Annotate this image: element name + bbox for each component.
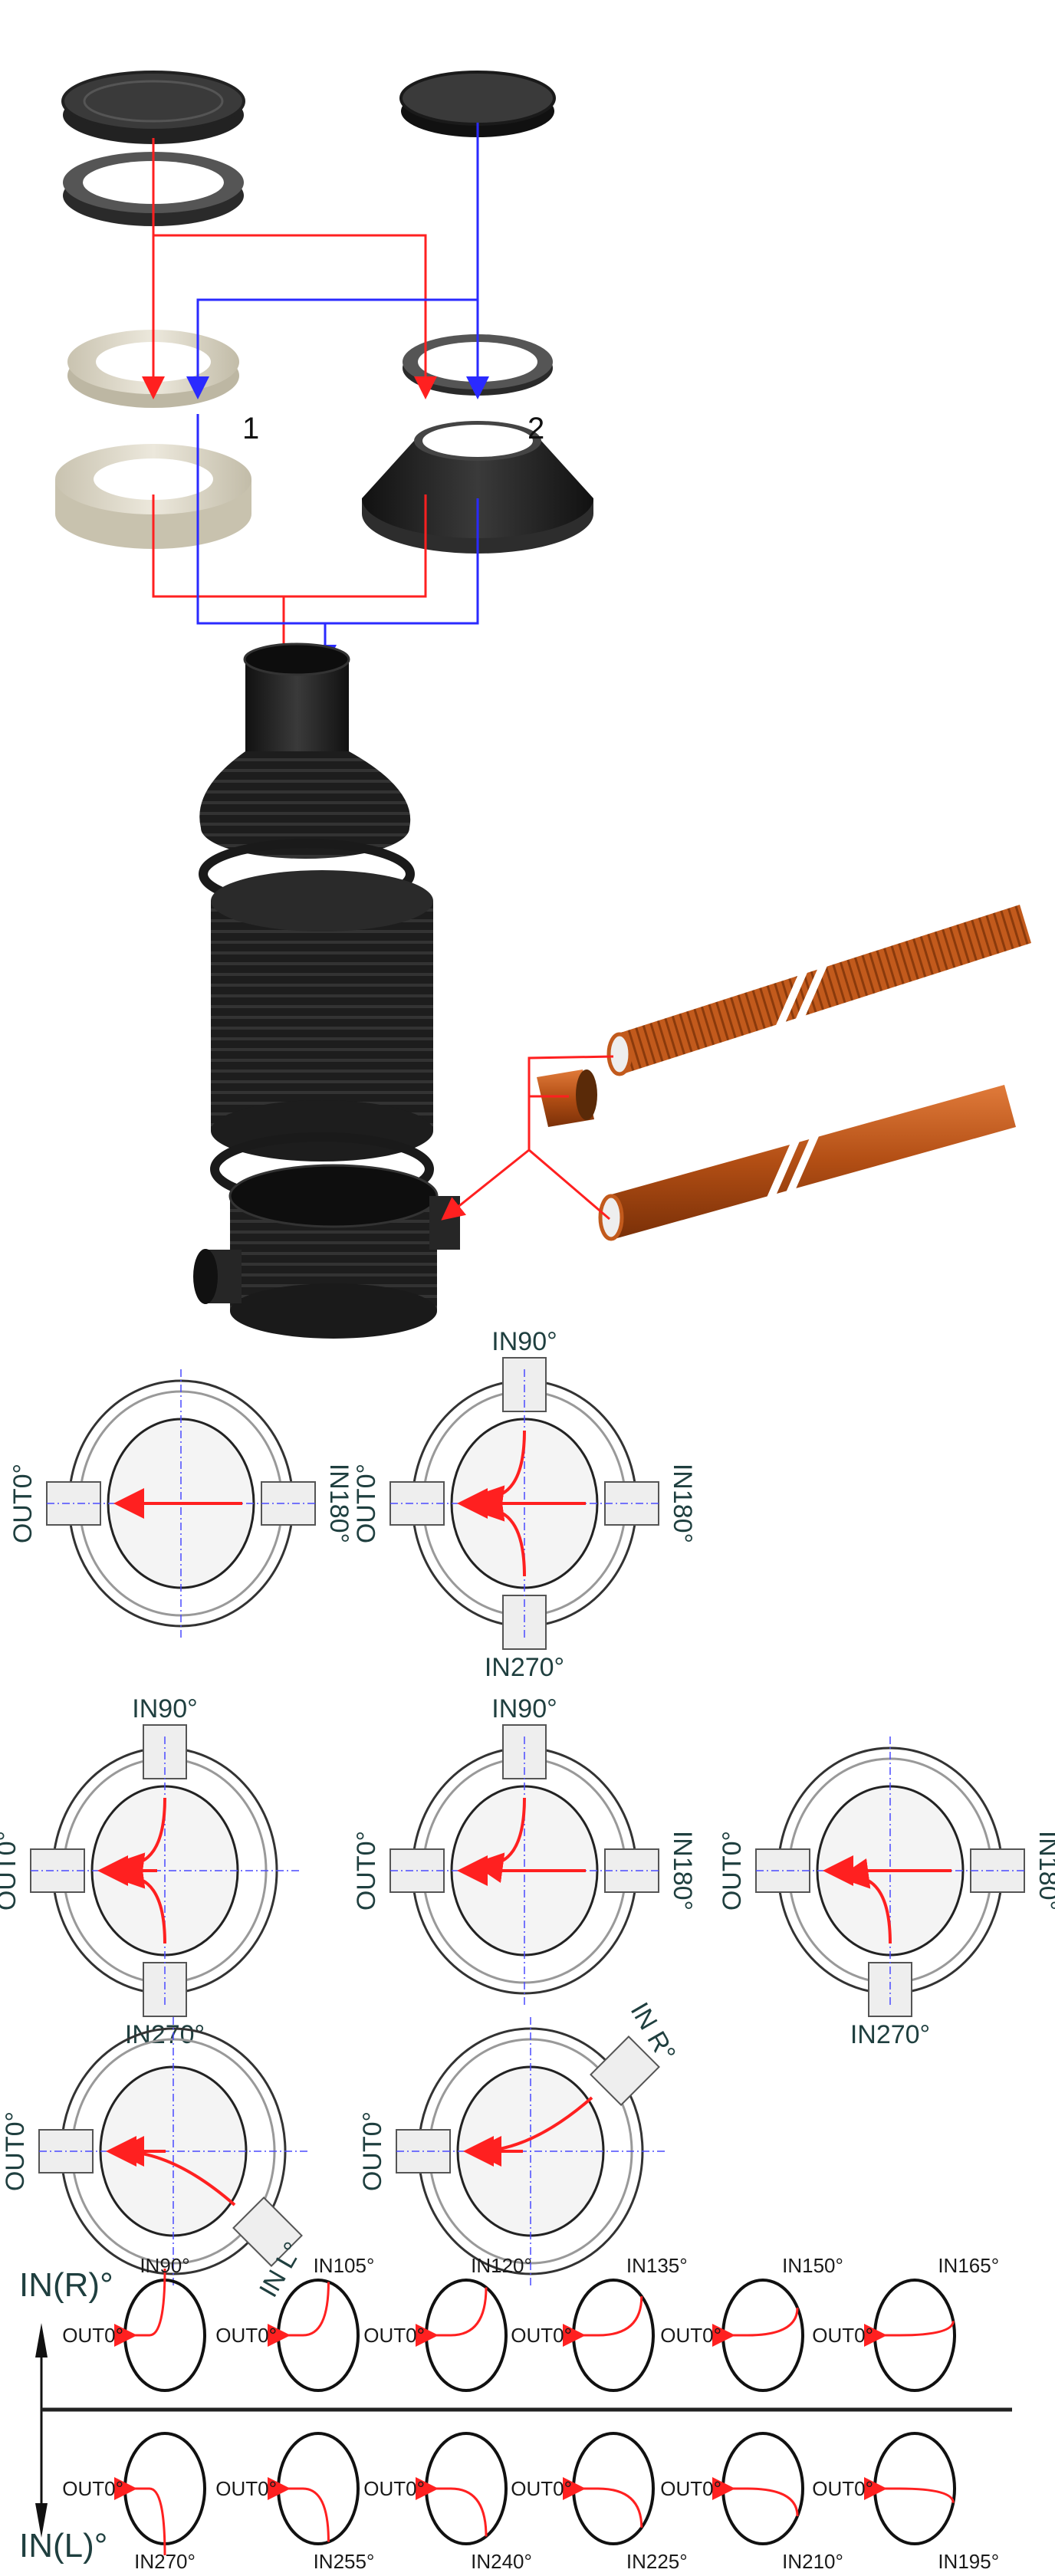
corrugated-pipe — [606, 905, 1031, 1076]
flow-curve — [416, 2477, 488, 2537]
flow-curve — [864, 2321, 955, 2347]
out-label: OUT0° — [660, 2477, 721, 2500]
out-label: OUT0° — [511, 2477, 572, 2500]
in-angle-label: IN105° — [314, 2254, 375, 2277]
pipe-coupler — [537, 1070, 597, 1127]
port-label-in180: IN180° — [1034, 1831, 1055, 1911]
base-chamber — [193, 1164, 460, 1339]
shaft-cone — [199, 642, 411, 859]
in-angle-label: IN90° — [140, 2254, 189, 2277]
in-angle-label: IN210° — [782, 2550, 843, 2573]
in-angle-label: IN135° — [626, 2254, 688, 2277]
angle-scheme-150: OUT0° IN150° — [660, 2254, 843, 2392]
angle-scheme-120: OUT0° IN120° — [363, 2254, 532, 2392]
out-label: OUT0° — [62, 2324, 123, 2347]
flow-arrow-icon — [472, 1490, 526, 1577]
out-label: OUT0° — [812, 2324, 873, 2347]
out-label: OUT0° — [363, 2477, 425, 2500]
port-label-in90: IN90° — [491, 1327, 557, 1356]
cover-2 — [399, 71, 556, 137]
flow-arrow-icon — [471, 2096, 593, 2167]
flow-curve — [563, 2477, 643, 2528]
port-label-in180: IN180° — [324, 1464, 353, 1543]
in-angle-label: IN165° — [938, 2254, 999, 2277]
flow-curve — [712, 2307, 799, 2347]
option-1-label: 1 — [242, 412, 259, 445]
flow-arrow-icon — [838, 1858, 892, 1944]
option-2-label: 2 — [528, 412, 544, 445]
port-label-out: OUT0° — [352, 1464, 381, 1543]
angle-scheme-225: OUT0° IN225° — [511, 2432, 688, 2573]
port-label-in180: IN180° — [668, 1464, 697, 1543]
port-label-in90: IN90° — [491, 1694, 557, 1723]
angle-scheme-105: OUT0° IN105° — [215, 2254, 375, 2392]
flow-curve — [864, 2477, 955, 2503]
flow-arrow-icon — [113, 2136, 236, 2206]
port-label-in90: IN90° — [132, 1694, 197, 1723]
smooth-pipe — [598, 1085, 1016, 1241]
flow-curve — [416, 2287, 488, 2347]
in-angle-label: IN240° — [471, 2550, 532, 2573]
port-label-out: OUT0° — [718, 1831, 747, 1911]
in-angle-label: IN225° — [626, 2550, 688, 2573]
port-label-in270: IN270° — [485, 1653, 564, 1682]
chamber-plan-2: OUT0° IN180° IN90° IN270° — [352, 1327, 697, 1682]
chamber-plan-6: OUT0°IN L° — [1, 2017, 308, 2302]
out-label: OUT0° — [511, 2324, 572, 2347]
port-label-out: OUT0° — [0, 1831, 21, 1911]
flow-curve — [712, 2477, 799, 2517]
out-label: OUT0° — [812, 2477, 873, 2500]
flow-curve — [268, 2282, 330, 2347]
angle-scheme-210: OUT0° IN210° — [660, 2432, 843, 2573]
in-angle-label: IN120° — [471, 2254, 532, 2277]
out-label: OUT0° — [62, 2477, 123, 2500]
in-right-heading: IN(R)° — [19, 2266, 113, 2304]
port-label-out: OUT0° — [358, 2111, 387, 2191]
chamber-plan-3: OUT0°IN90°IN270° — [0, 1694, 299, 2049]
out-label: OUT0° — [660, 2324, 721, 2347]
rubber-ring — [403, 334, 553, 396]
out-label: OUT0° — [363, 2324, 425, 2347]
angle-scheme-135: OUT0° IN135° — [511, 2254, 688, 2392]
out-label: OUT0° — [215, 2477, 277, 2500]
flow-arrow-icon — [472, 1797, 526, 1884]
port-label-out: OUT0° — [352, 1831, 381, 1911]
port-label-out: OUT0° — [1, 2111, 30, 2191]
chamber-plan-1: OUT0° IN180° — [8, 1369, 353, 1638]
angle-table: IN(R)° IN(L)° OUT0°IN90°OUT0°IN105°OUT0°… — [19, 2254, 1012, 2573]
chamber-plan-7: OUT0°IN R° — [358, 1998, 681, 2285]
angle-scheme-165: OUT0° IN165° — [812, 2254, 999, 2392]
in-angle-label: IN270° — [134, 2550, 196, 2573]
inlet-stub-right — [590, 2036, 660, 2106]
angle-scheme-195: OUT0° IN195° — [812, 2432, 999, 2573]
in-angle-label: IN150° — [782, 2254, 843, 2277]
chamber-plan-5: OUT0° IN180° IN270° — [718, 1737, 1055, 2049]
concrete-ring-large — [55, 444, 251, 549]
in-angle-label: IN195° — [938, 2550, 999, 2573]
angle-scheme-240: OUT0° IN240° — [363, 2432, 532, 2573]
flow-arrow-icon — [113, 1858, 166, 1944]
pipe-connection-path — [441, 1055, 614, 1221]
flow-curve — [268, 2477, 330, 2542]
corrugated-shaft — [211, 870, 433, 1162]
flow-curve — [563, 2296, 643, 2347]
inlet-stub-left — [232, 2196, 303, 2267]
cover-1 — [61, 71, 245, 144]
angle-scheme-255: OUT0° IN255° — [215, 2432, 375, 2573]
in-angle-label: IN255° — [314, 2550, 375, 2573]
flow-curve — [114, 2477, 166, 2556]
flow-curve — [114, 2268, 166, 2347]
port-label-out: OUT0° — [8, 1464, 38, 1543]
out-label: OUT0° — [215, 2324, 277, 2347]
angle-scheme-90: OUT0° IN90° — [62, 2254, 206, 2392]
chamber-configurations: OUT0°IN180°OUT0°IN180°IN90°IN270°OUT0°IN… — [0, 1327, 1055, 2302]
angle-scheme-270: OUT0° IN270° — [62, 2432, 206, 2573]
port-label-in180: IN180° — [668, 1831, 697, 1911]
in-left-heading: IN(L)° — [19, 2527, 107, 2564]
break-marks — [748, 948, 832, 1248]
port-label-in270: IN270° — [850, 2020, 930, 2049]
chamber-plan-4: OUT0° IN180° IN90° — [352, 1694, 697, 2005]
